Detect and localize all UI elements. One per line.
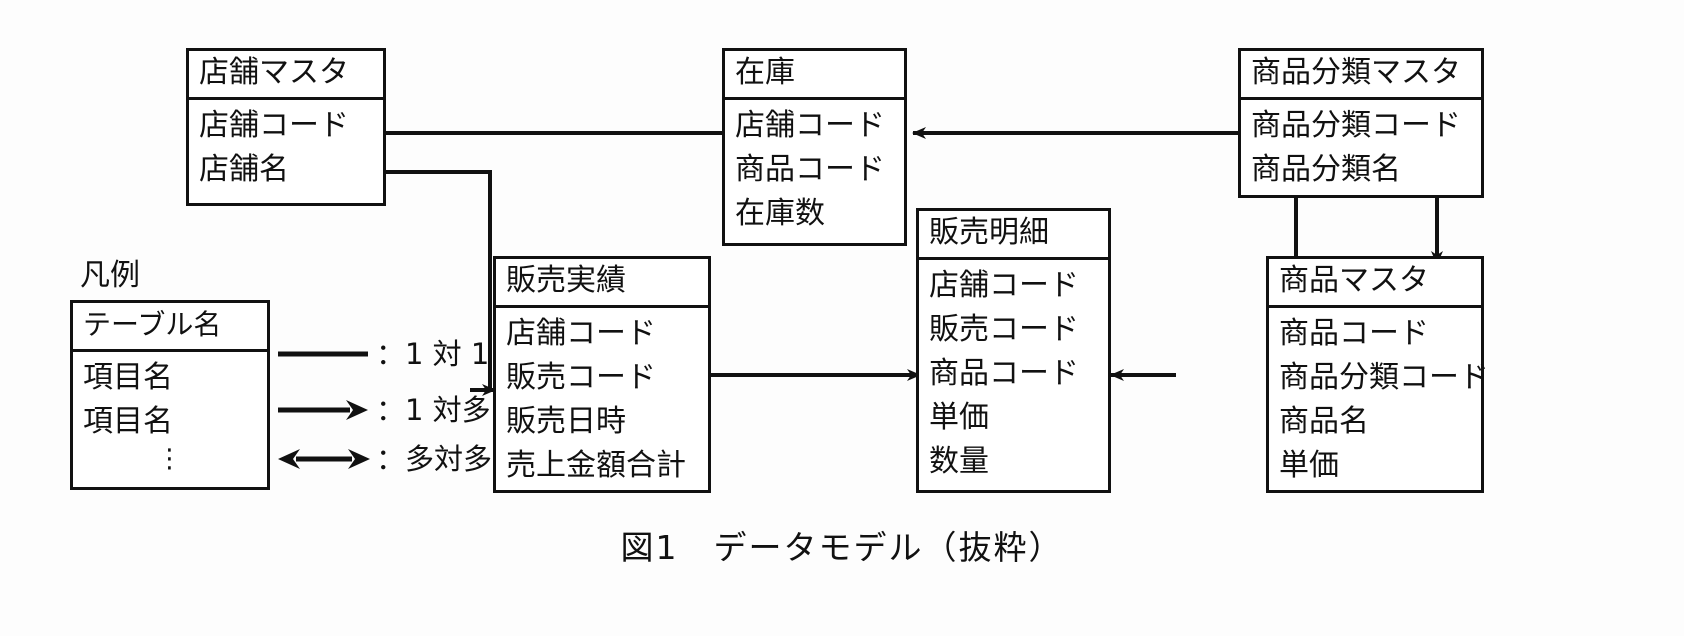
entity-field: 店舗コード [735,108,885,143]
entity-field: 単価 [1279,448,1339,483]
entity-field: 店舗コード [199,108,349,143]
legend-title: 凡例 [80,258,140,293]
entity-field: 店舗コード [929,268,1079,303]
legend-sample-field: 項目名 [83,404,173,439]
entity-fields: 店舗コード 商品コード 在庫数 [725,100,904,242]
entity-store-master[interactable]: 店舗マスタ 店舗コード 店舗名 [186,48,386,206]
entity-field: 店舗名 [199,152,289,187]
entity-field: 商品分類名 [1251,152,1401,187]
entity-title: 販売実績 [496,259,708,308]
legend-sample-field: 項目名 [83,360,173,395]
legend-row-one-to-many: ：1 対多 [276,393,491,427]
legend-sample-field-ellipsis: ⋮ [156,444,184,474]
entity-fields: 店舗コード 販売コード 商品コード 単価 数量 [919,260,1108,490]
legend-label: ：1 対 1 [376,337,490,371]
entity-field: 店舗コード [506,316,656,351]
entity-field: 販売コード [929,312,1079,347]
legend-label: ：1 対多 [376,393,491,427]
entity-sales-detail[interactable]: 販売明細 店舗コード 販売コード 商品コード 単価 数量 [916,208,1111,493]
entity-sales-result[interactable]: 販売実績 店舗コード 販売コード 販売日時 売上金額合計 [493,256,711,493]
double-arrow-icon [276,444,372,474]
entity-field: 単価 [929,400,989,435]
single-arrow-icon [276,395,372,425]
entity-field: 販売日時 [506,404,626,439]
entity-fields: 店舗コード 販売コード 販売日時 売上金額合計 [496,308,708,494]
legend-sample-table: テーブル名 項目名 項目名 ⋮ [70,300,270,490]
entity-title: 在庫 [725,51,904,100]
entity-title: 店舗マスタ [189,51,383,100]
entity-title: 販売明細 [919,211,1108,260]
entity-field: 商品分類コード [1251,108,1461,143]
entity-field: 売上金額合計 [506,448,686,483]
entity-field: 商品コード [735,152,885,187]
entity-field: 商品分類コード [1279,360,1489,395]
entity-field: 商品コード [929,356,1079,391]
entity-field: 販売コード [506,360,656,395]
plain-line-icon [276,339,372,369]
relation-store-to-salesresult [386,170,496,396]
entity-title: 商品分類マスタ [1241,51,1481,100]
figure-caption: 図1 データモデル（抜粋） [620,528,1064,567]
entity-field: 在庫数 [735,196,825,231]
entity-field: 数量 [929,444,989,479]
entity-fields: 商品コード 商品分類コード 商品名 単価 [1269,308,1489,494]
entity-fields: 店舗コード 店舗名 [189,100,383,198]
entity-fields: 商品分類コード 商品分類名 [1241,100,1481,198]
legend-sample-fields: 項目名 項目名 ⋮ [73,352,267,480]
legend-sample-title: テーブル名 [73,303,267,352]
legend-label: ：多対多 [376,442,493,476]
legend-row-many-to-many: ：多対多 [276,442,492,476]
entity-inventory[interactable]: 在庫 店舗コード 商品コード 在庫数 [722,48,907,246]
entity-field: 商品コード [1279,316,1429,351]
entity-product-master[interactable]: 商品マスタ 商品コード 商品分類コード 商品名 単価 [1266,256,1489,494]
entity-field: 商品名 [1279,404,1369,439]
entity-category-master[interactable]: 商品分類マスタ 商品分類コード 商品分類名 [1238,48,1484,198]
legend-row-one-to-one: ：1 対 1 [276,337,489,371]
entity-title: 商品マスタ [1269,259,1481,308]
